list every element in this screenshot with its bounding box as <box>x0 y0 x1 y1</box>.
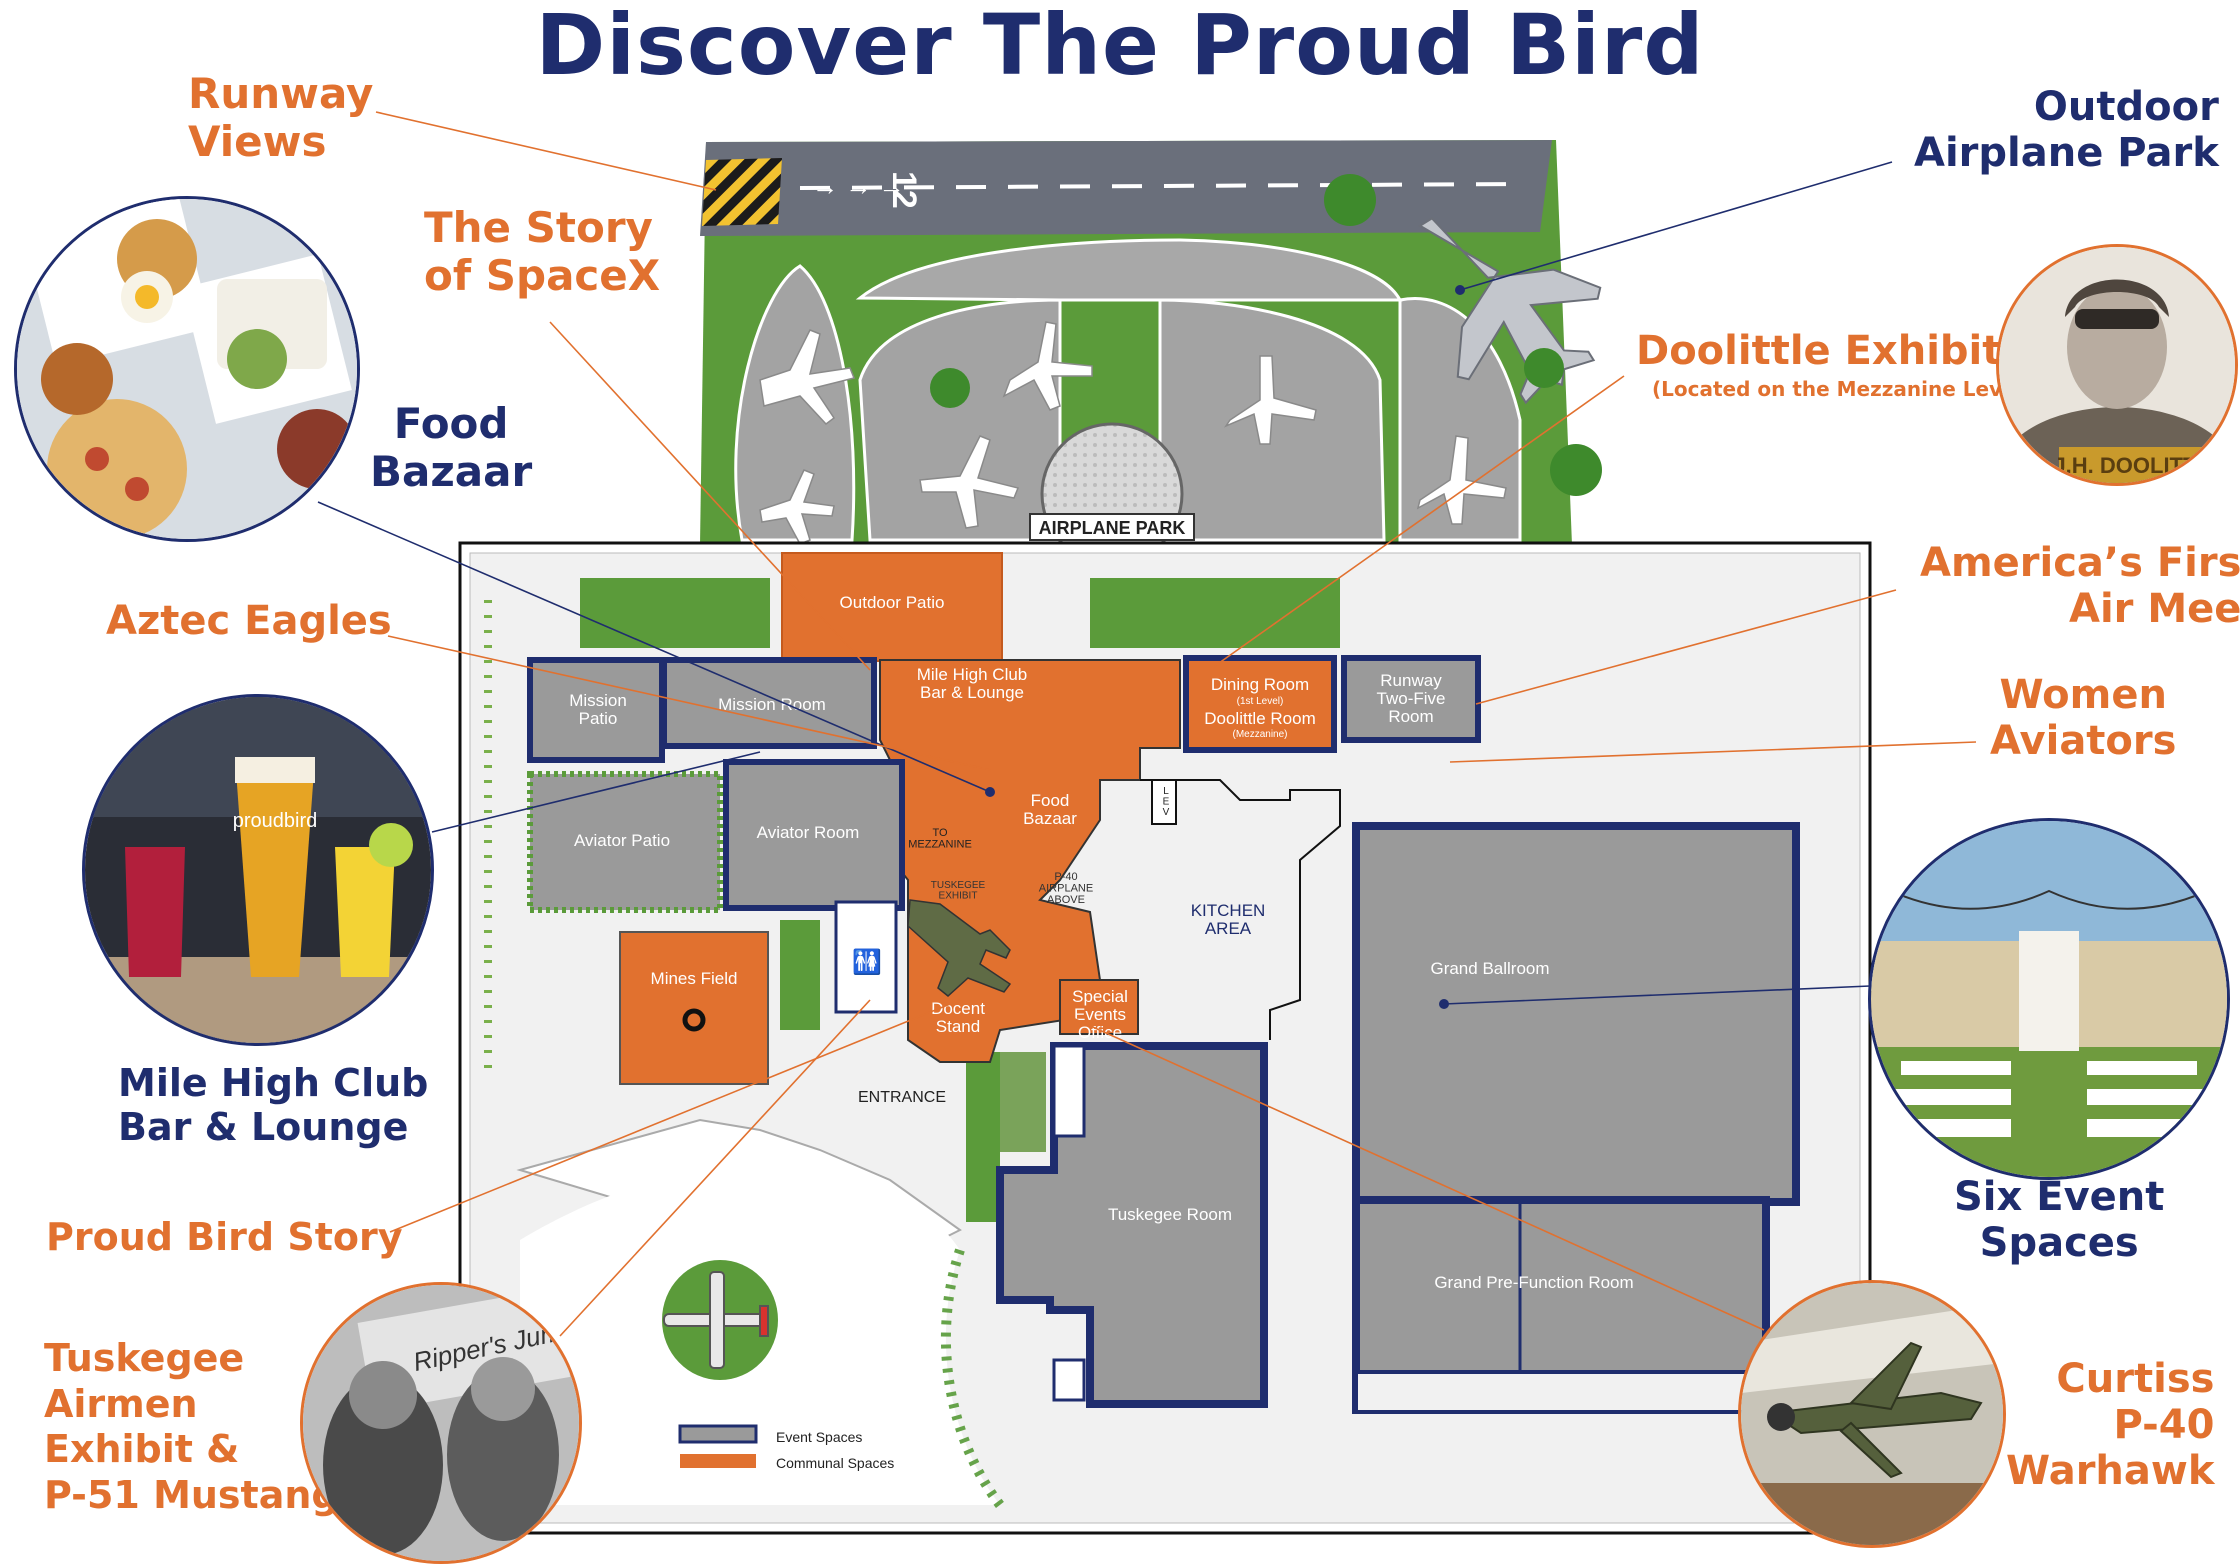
callout-leader-dots <box>985 285 1465 1009</box>
callout-doolittle-note: (Located on the Mezzanine Level) <box>1652 377 2032 401</box>
callout-proud-bird-story: Proud Bird Story <box>46 1215 403 1259</box>
label-outdoor-patio: Outdoor Patio <box>840 593 945 612</box>
aviator-room <box>723 759 905 911</box>
p51-mustang-display <box>663 1271 769 1369</box>
display-planes <box>759 321 1507 545</box>
legend-communal-label: Communal Spaces <box>776 1455 894 1471</box>
label-grand-ballroom: Grand Ballroom <box>1430 959 1549 978</box>
legend-event-swatch <box>678 1424 758 1444</box>
label-dining-room: Dining Room <box>1211 675 1309 694</box>
svg-text:🚻: 🚻 <box>852 948 882 976</box>
legend-communal-swatch <box>680 1454 756 1468</box>
photo-food-bazaar <box>14 196 360 542</box>
label-aviator-patio: Aviator Patio <box>574 831 670 850</box>
callout-aztec-eagles: Aztec Eagles <box>106 598 392 644</box>
label-mines-field: Mines Field <box>651 969 738 988</box>
restrooms <box>834 900 898 1014</box>
svg-text:→ → →: → → → <box>812 171 904 201</box>
label-first-level: (1st Level) <box>1237 696 1284 707</box>
label-mezzanine: (Mezzanine) <box>1232 729 1287 740</box>
aviator-patio-room <box>527 771 723 913</box>
photo-doolittle-portrait: J.H. DOOLITTLE <box>1996 244 2238 486</box>
photo-event-space-lawn <box>1868 818 2230 1180</box>
dining-doolittle-room <box>1183 655 1337 753</box>
outdoor-airplane-park-area: → → → 12 AIRPLANE PARK <box>700 140 1790 700</box>
p40-floor-plane <box>907 899 1012 997</box>
mines-field-room <box>619 931 769 1085</box>
mission-room <box>661 657 877 749</box>
label-entrance: ENTRANCE <box>858 1089 946 1106</box>
photo-curtiss-p40 <box>1738 1280 2006 1548</box>
beer-glass-brand: proudbird <box>233 810 318 832</box>
callout-doolittle: Doolittle Exhibit <box>1636 328 2002 374</box>
airplane-park-sign: AIRPLANE PARK <box>1039 518 1186 538</box>
special-events-office <box>1059 979 1139 1035</box>
legend-event-label: Event Spaces <box>776 1429 862 1445</box>
building-floor-plan: 🚻 <box>458 541 1872 1535</box>
photo-tuskegee-airmen: Ripper's Jumpin' <box>300 1282 582 1564</box>
runway-number: 12 <box>885 171 923 209</box>
runway-two-five-room <box>1341 655 1481 743</box>
page-title: Discover The Proud Bird <box>535 0 1705 94</box>
label-aviator-room: Aviator Room <box>757 823 860 842</box>
photo-mile-high-drinks: proudbird <box>82 694 434 1046</box>
label-grand-prefunction: Grand Pre-Function Room <box>1434 1273 1633 1292</box>
callout-leader-lines <box>317 111 1977 1337</box>
grand-ballroom <box>1352 822 1800 1206</box>
map-legend: Event Spaces Communal Spaces <box>678 1424 894 1471</box>
label-tuskegee-room: Tuskegee Room <box>1108 1205 1232 1224</box>
outdoor-patio-room <box>781 552 1003 662</box>
label-doolittle-room: Doolittle Room <box>1204 709 1316 728</box>
